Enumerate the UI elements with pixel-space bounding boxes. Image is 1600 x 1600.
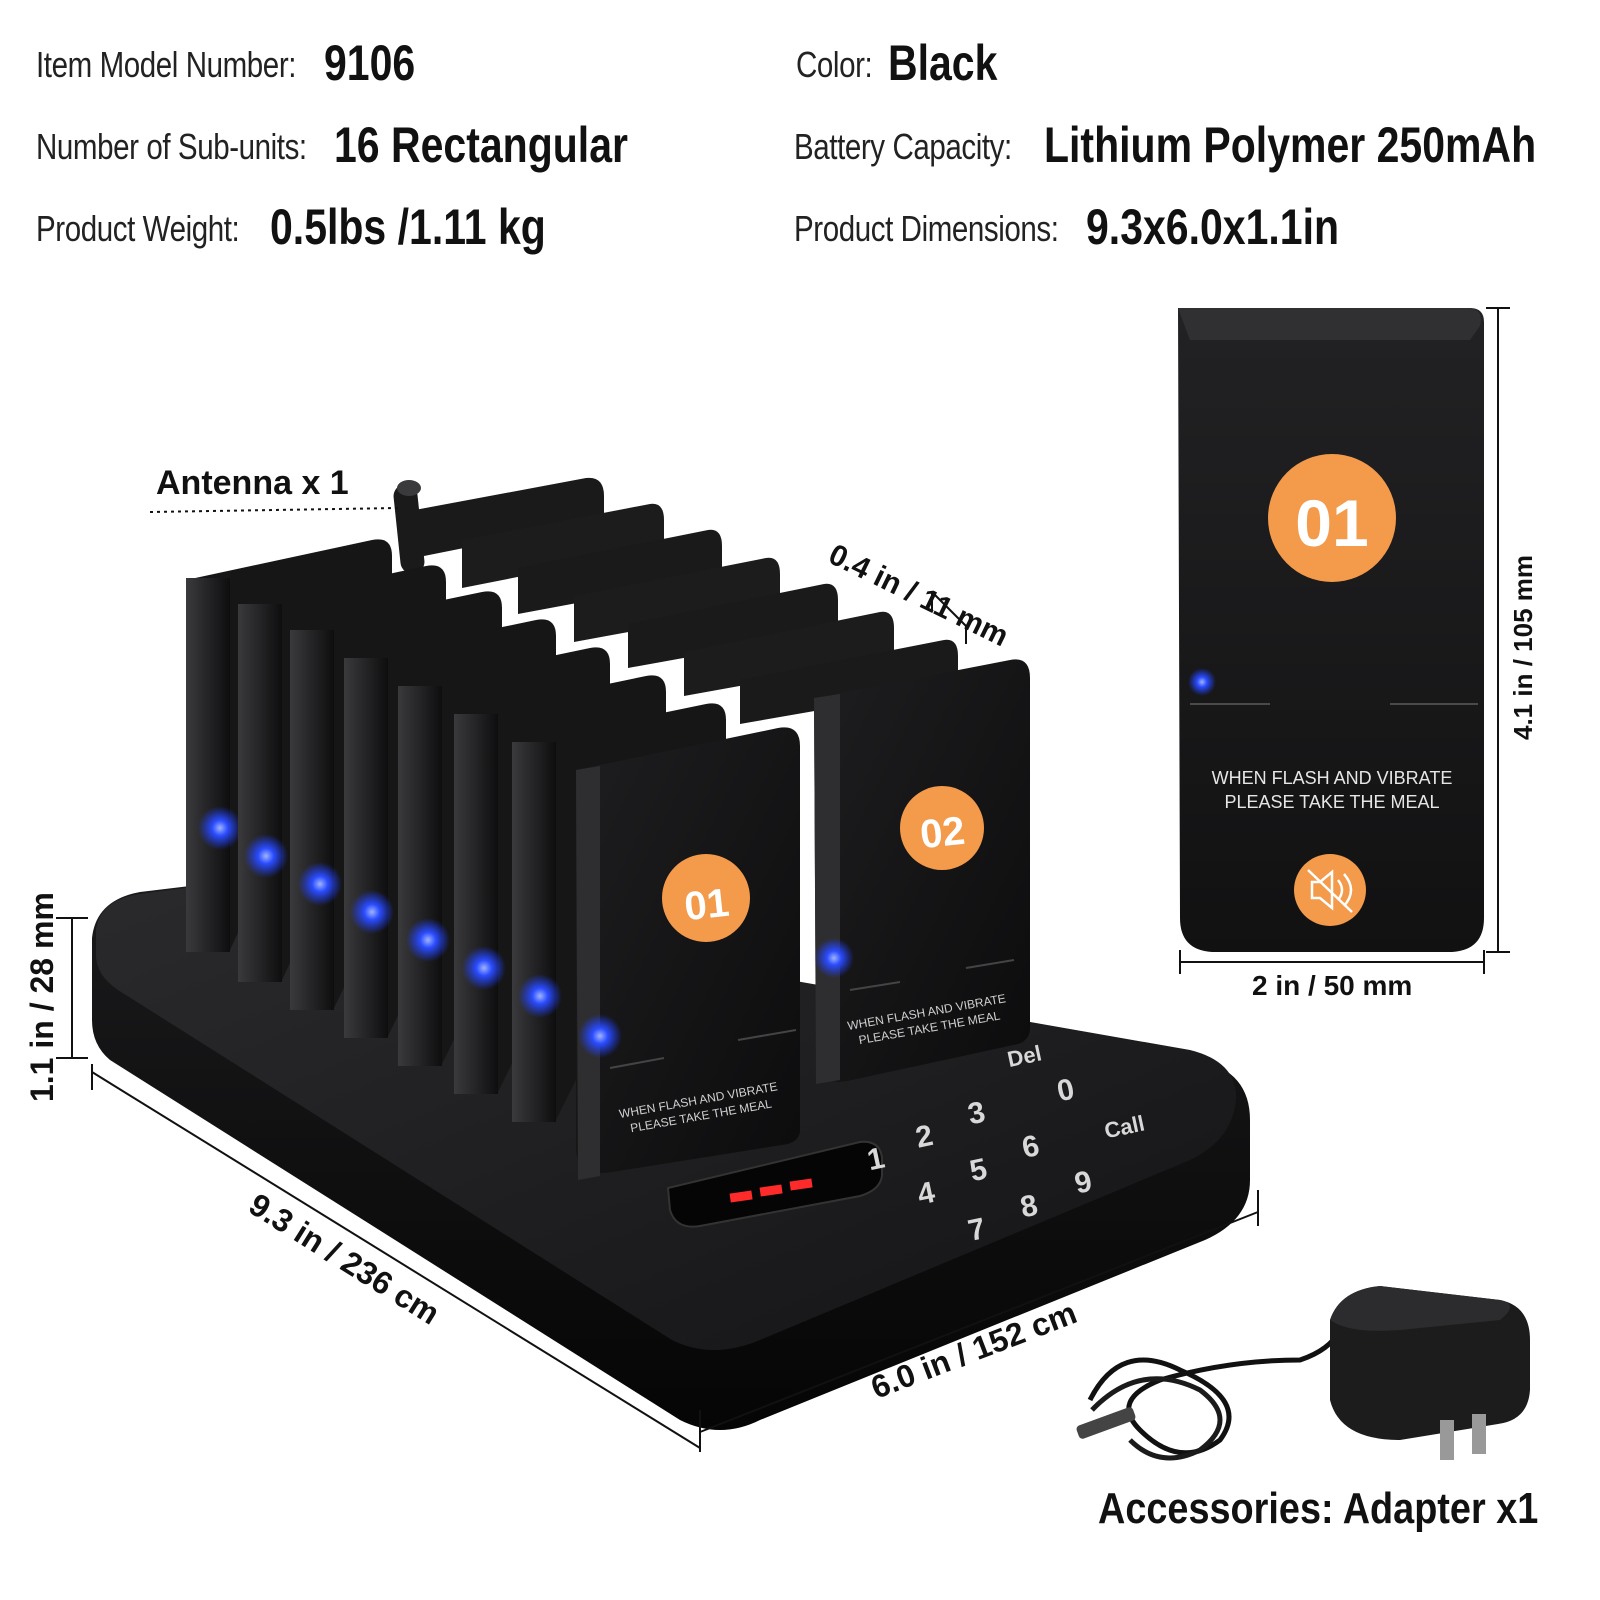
spec-battery-label: Battery Capacity: (794, 126, 1012, 167)
badge-01-circle (662, 854, 750, 942)
spec-dimensions-value: 9.3x6.0x1.1in (1086, 199, 1340, 255)
spec-model-label: Item Model Number: (36, 44, 297, 85)
pager-detail-notice-2: PLEASE TAKE THE MEAL (1224, 792, 1439, 812)
keypad[interactable]: 1 2 3 4 5 6 7 8 9 0 Del Call (851, 1023, 1163, 1266)
spec-battery-value: Lithium Polymer 250mAh (1044, 117, 1537, 173)
key-1[interactable]: 1 (864, 1142, 887, 1178)
pager-detail-notice-1: WHEN FLASH AND VIBRATE (1212, 768, 1453, 788)
badge-02-circle (900, 786, 984, 870)
spec-subunits: Number of Sub-units: 16 Rectangular (36, 117, 628, 173)
spec-dimensions: Product Dimensions: 9.3x6.0x1.1in (794, 199, 1339, 255)
spec-weight-label: Product Weight: (36, 208, 240, 249)
spec-weight-value: 0.5lbs /1.11 kg (270, 199, 546, 255)
spec-model: Item Model Number: 9106 (36, 35, 415, 91)
pager-02: 02 WHEN FLASH AND VIBRATE PLEASE TAKE TH… (814, 659, 1030, 1084)
key-2[interactable]: 2 (913, 1119, 936, 1155)
spec-color-value: Black (888, 35, 998, 91)
pager-01: 01 WHEN FLASH AND VIBRATE PLEASE TAKE TH… (576, 727, 800, 1180)
key-9[interactable]: 9 (1072, 1165, 1095, 1201)
spec-weight: Product Weight: 0.5lbs /1.11 kg (36, 199, 546, 255)
power-adapter (1076, 1286, 1530, 1461)
key-7[interactable]: 7 (965, 1212, 988, 1248)
callout-base-height: 1.1 in / 28 mm (24, 892, 60, 1102)
pager-detail: 01 WHEN FLASH AND VIBRATE PLEASE TAKE TH… (1178, 307, 1510, 974)
key-3[interactable]: 3 (965, 1096, 988, 1132)
badge-01-text: 01 (682, 881, 731, 929)
badge-detail-text: 01 (1295, 486, 1368, 560)
spec-color: Color: Black (796, 35, 997, 91)
spec-color-label: Color: (796, 44, 873, 85)
key-8[interactable]: 8 (1017, 1189, 1040, 1225)
badge-detail-circle (1268, 454, 1396, 582)
spec-model-value: 9106 (324, 35, 416, 91)
callout-antenna: Antenna x 1 (156, 464, 349, 502)
dimension-lines (56, 507, 1259, 1452)
led-display (666, 1140, 883, 1228)
spec-subunits-label: Number of Sub-units: (36, 126, 307, 167)
key-0[interactable]: 0 (1054, 1073, 1077, 1109)
spec-dimensions-label: Product Dimensions: (794, 208, 1059, 249)
speaker-mute-icon[interactable] (1294, 854, 1366, 926)
callout-accessories: Accessories: Adapter x1 (1098, 1484, 1539, 1533)
callout-pager-height: 4.1 in / 105 mm (1508, 555, 1538, 740)
key-6[interactable]: 6 (1019, 1129, 1042, 1165)
spec-subunits-value: 16 Rectangular (334, 117, 628, 173)
key-4[interactable]: 4 (915, 1176, 938, 1212)
pager-stack-right (404, 477, 958, 724)
key-5[interactable]: 5 (967, 1152, 990, 1188)
badge-02-text: 02 (918, 809, 967, 857)
spec-battery: Battery Capacity: Lithium Polymer 250mAh (794, 117, 1536, 173)
callout-pager-width: 2 in / 50 mm (1252, 970, 1413, 1001)
